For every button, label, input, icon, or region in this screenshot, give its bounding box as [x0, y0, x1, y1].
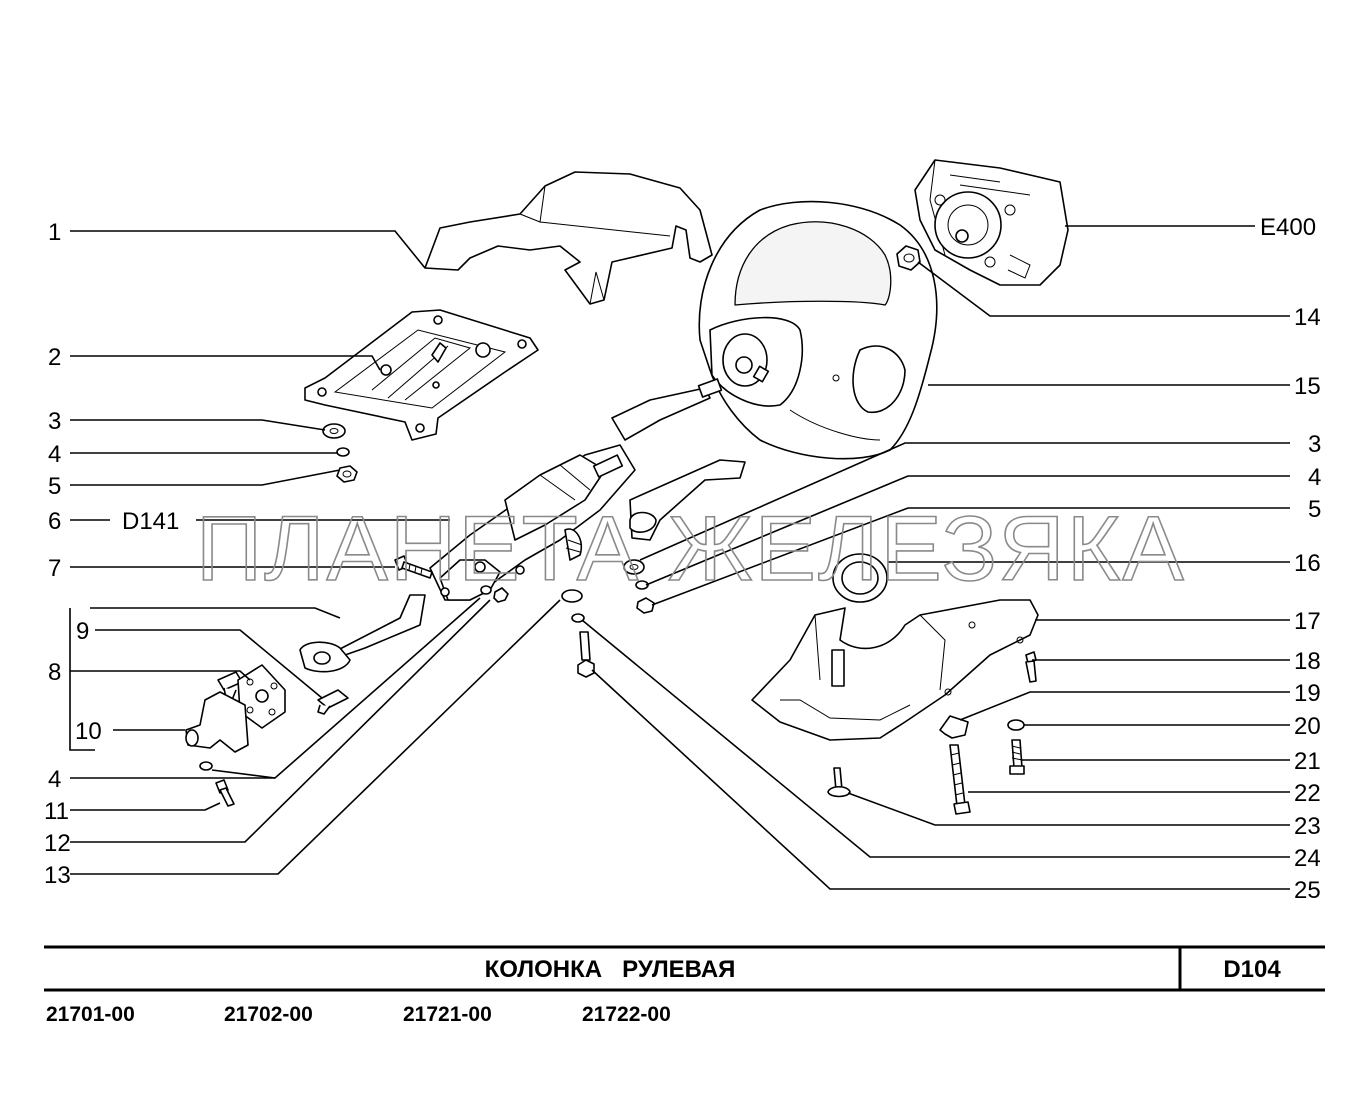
- callouts-left: 1 2 3 4 5 6 D141 7 8 9 10 4 11 12 13: [44, 219, 179, 889]
- callout-4: 4: [48, 441, 61, 468]
- watermark: ПЛАНЕТА ЖЕЛЕЗЯКА: [196, 498, 1186, 600]
- part-screw-23: [827, 767, 851, 798]
- callout-12: 12: [44, 830, 71, 857]
- part-washer-20: [1007, 719, 1025, 731]
- part-lower-shroud: [751, 599, 1039, 741]
- callout-17: 17: [1294, 608, 1321, 635]
- part-washer-4b: [199, 761, 213, 771]
- part-intermediate-shaft: [299, 594, 426, 673]
- part-bolt-7: [394, 555, 433, 579]
- part-flange: [237, 664, 286, 729]
- part-yoke-10: [185, 691, 249, 753]
- diagram-title: КОЛОНКА РУЛЕВАЯ: [485, 956, 736, 983]
- callout-5: 5: [48, 473, 61, 500]
- model-code-2: 21702-00: [224, 1003, 313, 1026]
- callout-5-right: 5: [1308, 496, 1321, 523]
- callout-21: 21: [1294, 748, 1321, 775]
- callout-3: 3: [48, 408, 61, 435]
- callout-11: 11: [44, 798, 69, 825]
- part-screw-21: [1009, 739, 1025, 775]
- callout-3-right: 3: [1308, 431, 1321, 458]
- part-upper-shroud: [424, 171, 713, 305]
- part-steering-wheel: [698, 200, 938, 460]
- callout-4-right: 4: [1308, 464, 1321, 491]
- callout-24: 24: [1294, 845, 1321, 872]
- part-bushing-16: [832, 553, 888, 603]
- part-nut-14: [896, 245, 921, 271]
- callout-23: 23: [1294, 813, 1321, 840]
- model-code-1: 21701-00: [46, 1003, 135, 1026]
- callout-E400: E400: [1260, 214, 1316, 241]
- diagram-code: D104: [1223, 956, 1281, 983]
- part-washer-12: [480, 585, 492, 595]
- callout-15: 15: [1294, 373, 1321, 400]
- part-bolt-25: [577, 631, 595, 678]
- callout-7: 7: [48, 555, 61, 582]
- callout-6: 6: [48, 508, 61, 535]
- title-block: КОЛОНКА РУЛЕВАЯ D104 21701-00 21702-00 2…: [44, 945, 1325, 1026]
- part-steering-column: [429, 378, 746, 601]
- callout-18: 18: [1294, 648, 1321, 675]
- callout-6-reference: D141: [122, 508, 179, 535]
- callout-20: 20: [1294, 713, 1321, 740]
- callout-25: 25: [1294, 877, 1321, 904]
- callout-4-lower: 4: [48, 766, 61, 793]
- model-code-3: 21721-00: [403, 1003, 492, 1026]
- part-nut-13: [493, 587, 509, 603]
- model-code-4: 21722-00: [582, 1003, 671, 1026]
- callout-14: 14: [1294, 304, 1321, 331]
- callout-9: 9: [76, 618, 89, 645]
- leader-lines: [69, 225, 1290, 890]
- part-mounting-plate: [304, 309, 539, 441]
- callout-22: 22: [1294, 780, 1321, 807]
- part-bolt-11: [215, 779, 235, 807]
- callout-16: 16: [1294, 550, 1321, 577]
- callouts-right: E400 14 15 3 4 5 16 17 18 19 20 21 22 23…: [1260, 214, 1321, 904]
- part-screw-22: [949, 744, 971, 815]
- callout-1: 1: [48, 219, 61, 246]
- part-airbag-module: [914, 159, 1069, 286]
- part-washer-24: [561, 589, 585, 623]
- callout-13: 13: [44, 862, 71, 889]
- callout-8: 8: [48, 659, 61, 686]
- part-clip-19: [939, 715, 969, 739]
- callout-2: 2: [48, 344, 61, 371]
- part-screw-18: [1025, 651, 1037, 683]
- callout-10: 10: [75, 718, 102, 745]
- part-washers-left: [322, 423, 358, 483]
- callout-19: 19: [1294, 680, 1321, 707]
